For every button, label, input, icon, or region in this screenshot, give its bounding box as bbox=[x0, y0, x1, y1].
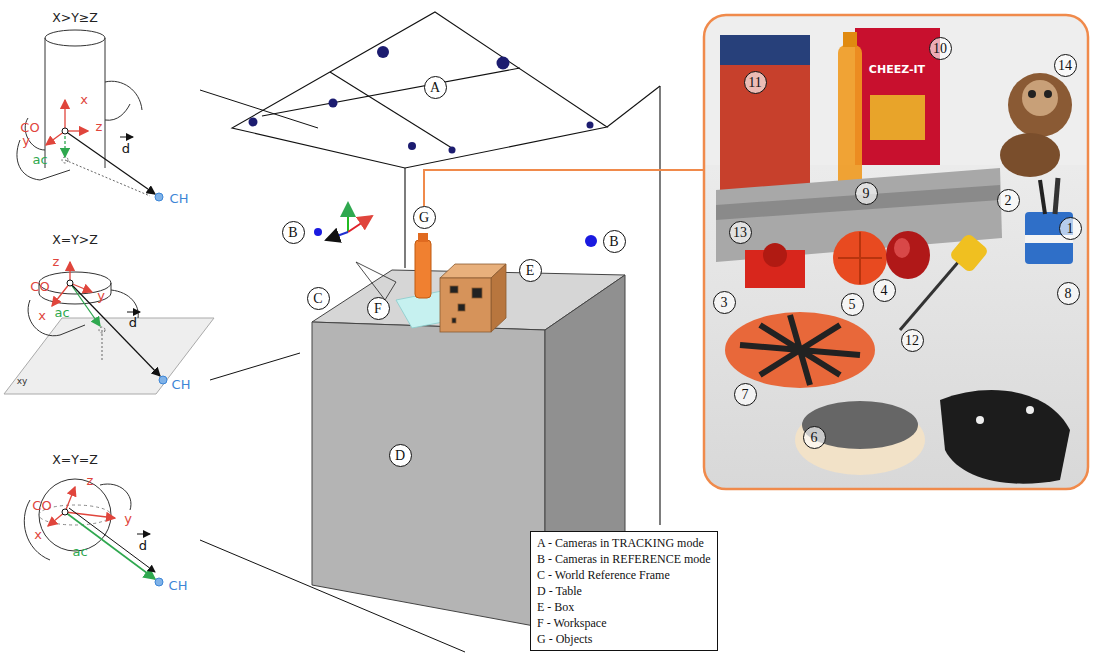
legend-line: G - Objects bbox=[537, 631, 711, 647]
callout-number: 14 bbox=[1054, 54, 1077, 77]
callout-letter: G bbox=[413, 206, 436, 229]
frame-arrows bbox=[46, 100, 163, 201]
axis-label: x bbox=[38, 309, 46, 324]
callout-number: 9 bbox=[855, 182, 878, 205]
axis-label: y bbox=[22, 134, 30, 149]
approach-label: ac bbox=[72, 545, 87, 560]
view-title: X=Y>Z bbox=[52, 233, 98, 247]
callout-letter: E bbox=[519, 259, 542, 282]
callout-letter: B bbox=[603, 230, 626, 253]
legend-line: B - Cameras in REFERENCE mode bbox=[537, 551, 711, 567]
axis-label: y bbox=[124, 512, 132, 527]
axis-label: y bbox=[97, 289, 105, 304]
callout-number: 7 bbox=[734, 383, 757, 406]
callout-number: 2 bbox=[997, 189, 1020, 212]
axis-label: z bbox=[87, 474, 94, 489]
legend-line: D - Table bbox=[537, 583, 711, 599]
legend-line: E - Box bbox=[537, 599, 711, 615]
callout-number: 6 bbox=[803, 426, 826, 449]
point-label: CH bbox=[169, 579, 188, 594]
callout-number: 1 bbox=[1059, 217, 1082, 240]
legend-line: C - World Reference Frame bbox=[537, 567, 711, 583]
legend-line: F - Workspace bbox=[537, 615, 711, 631]
frame-arrows bbox=[52, 262, 167, 384]
callout-letter: B bbox=[282, 221, 305, 244]
object bbox=[415, 233, 431, 298]
box bbox=[440, 264, 506, 332]
plane-label: xy bbox=[17, 376, 28, 386]
axis-label: z bbox=[96, 120, 103, 135]
callout-number: 10 bbox=[929, 37, 952, 60]
callout-number: 13 bbox=[729, 221, 752, 244]
vector-label: d bbox=[139, 539, 147, 554]
approach-label: ac bbox=[54, 306, 69, 321]
vector-label: d bbox=[129, 316, 137, 331]
approach-label: ac bbox=[32, 153, 47, 168]
view-title: X>Y≥Z bbox=[52, 11, 98, 25]
callout-letter: A bbox=[424, 76, 447, 99]
cylinder-grasp bbox=[17, 30, 150, 196]
package-text: CHEEZ-IT bbox=[869, 64, 925, 77]
frame-arrows bbox=[48, 487, 163, 586]
axis-label: x bbox=[80, 93, 88, 108]
callout-letter: F bbox=[367, 297, 390, 320]
cameras bbox=[249, 46, 598, 247]
callout-letter: D bbox=[389, 444, 412, 467]
axis-label: x bbox=[34, 528, 42, 543]
object-photo bbox=[704, 15, 1088, 489]
point-label: CH bbox=[172, 378, 191, 393]
callout-number: 11 bbox=[744, 71, 767, 94]
callout-number: 8 bbox=[1057, 282, 1080, 305]
callout-number: 4 bbox=[873, 279, 896, 302]
legend-line: A - Cameras in TRACKING mode bbox=[537, 535, 711, 551]
leader-line bbox=[424, 170, 704, 206]
legend-box: A - Cameras in TRACKING modeB - Cameras … bbox=[530, 531, 718, 651]
point-label: CH bbox=[170, 192, 189, 207]
axis-label: CO bbox=[32, 499, 51, 514]
callout-number: 12 bbox=[901, 329, 924, 352]
axis-label: CO bbox=[30, 280, 49, 295]
axis-label: z bbox=[53, 255, 60, 270]
view-title: X=Y=Z bbox=[52, 453, 98, 467]
photo-frame bbox=[704, 15, 1088, 489]
world-axes bbox=[326, 203, 372, 240]
vector-label: d bbox=[122, 142, 130, 157]
callout-number: 3 bbox=[713, 291, 736, 314]
sphere-grasp bbox=[24, 479, 131, 560]
callout-letter: C bbox=[307, 287, 330, 310]
callout-number: 5 bbox=[841, 293, 864, 316]
disk-grasp bbox=[4, 272, 214, 394]
